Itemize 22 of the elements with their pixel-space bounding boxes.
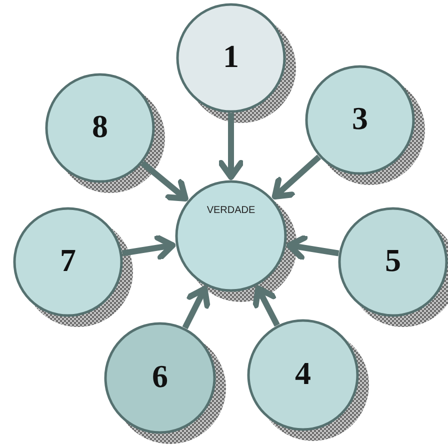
numbered-circle <box>104 322 216 434</box>
arrow <box>122 234 176 260</box>
numbered-circle <box>338 207 448 317</box>
arrow <box>182 286 210 330</box>
circle-number: 5 <box>384 242 402 279</box>
numbered-circle <box>247 319 359 431</box>
arrow <box>286 234 340 260</box>
numbered-circle <box>45 73 155 183</box>
arrow <box>218 113 244 180</box>
circle-number: 3 <box>351 100 369 137</box>
circle-number: 4 <box>294 355 312 392</box>
arrow <box>140 160 188 202</box>
numbered-circle <box>176 3 286 113</box>
numbered-circle <box>305 65 415 175</box>
circle-number: 7 <box>59 242 77 279</box>
circle-label: VERDADE <box>206 205 256 216</box>
circle-number: 8 <box>91 108 109 145</box>
arrow <box>272 154 322 200</box>
circle-number: 1 <box>222 38 240 75</box>
numbered-circle <box>13 207 123 317</box>
central-circle <box>175 180 287 292</box>
circle-number: 6 <box>151 358 169 395</box>
